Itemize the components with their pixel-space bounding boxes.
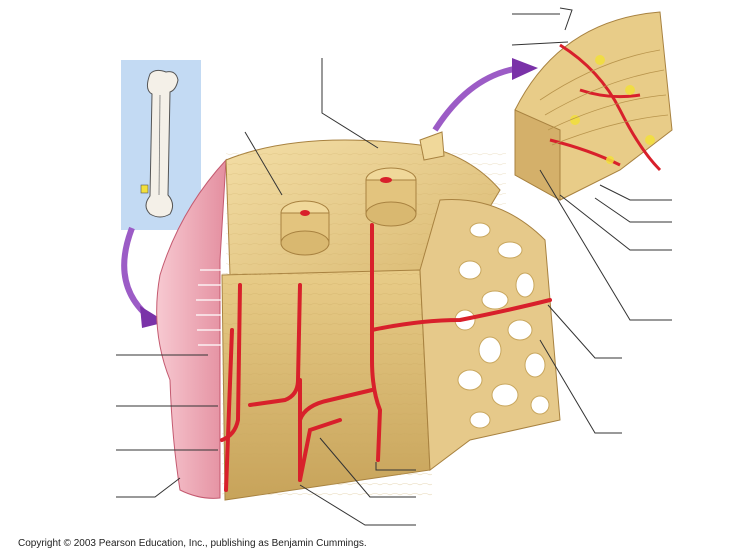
leader-trabeculae bbox=[547, 304, 622, 359]
bone-inset bbox=[121, 60, 201, 230]
leader-lamellae-lower bbox=[511, 41, 569, 46]
osteon-right bbox=[365, 167, 417, 227]
arrow-block-to-zoom bbox=[432, 65, 521, 132]
inset-highlight-box bbox=[140, 184, 149, 194]
label-leader-lines bbox=[116, 7, 672, 526]
osteon-left bbox=[280, 200, 330, 256]
leader-perforating-canal bbox=[319, 437, 416, 498]
lamella-wedge bbox=[419, 131, 445, 161]
osteon-zoom-inset bbox=[514, 11, 673, 201]
leader-lamellae-bracket bbox=[512, 7, 573, 31]
leader-interstitial-lamellae bbox=[559, 194, 672, 251]
spongy-bone bbox=[419, 199, 561, 471]
periosteum-fibers bbox=[196, 269, 222, 346]
leader-circumferential-lamellae bbox=[539, 169, 672, 321]
leader-spongy-bone bbox=[539, 339, 622, 434]
leader-central-canal-top bbox=[244, 131, 283, 196]
leader-central-canal-bottom bbox=[375, 462, 416, 471]
long-bone-icon bbox=[145, 69, 179, 218]
leader-nutrient-vessel bbox=[299, 484, 416, 526]
arrow-head-right bbox=[512, 58, 538, 80]
central-canal-left bbox=[300, 210, 310, 216]
leader-osteocyte-lacunae bbox=[599, 184, 672, 201]
leader-osteon-top bbox=[321, 58, 379, 149]
arrow-inset-to-block bbox=[121, 226, 152, 321]
leader-canaliculi bbox=[594, 197, 672, 223]
central-canal-right bbox=[380, 177, 392, 183]
copyright-text: Copyright © 2003 Pearson Education, Inc.… bbox=[18, 538, 367, 549]
leader-blood-vessel-periosteum bbox=[116, 477, 181, 498]
blood-vessels bbox=[220, 223, 552, 492]
periosteum bbox=[156, 158, 227, 499]
